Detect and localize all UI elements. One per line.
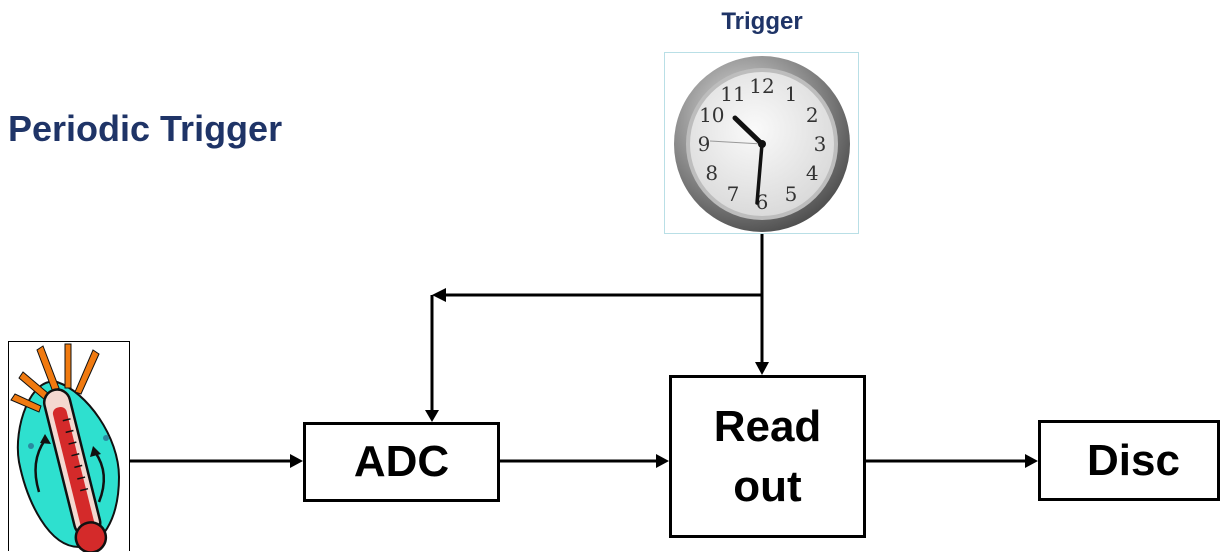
clock-numeral-5: 5 — [785, 182, 798, 206]
adc-label: ADC — [353, 437, 450, 487]
clock-numeral-4: 4 — [806, 161, 819, 185]
clock-numeral-9: 9 — [698, 132, 711, 156]
clock-numeral-7: 7 — [727, 182, 740, 206]
arrowhead-branch-left — [432, 288, 446, 302]
clock-numeral-12: 12 — [749, 74, 774, 98]
thermometer-frame — [8, 341, 130, 554]
clock-numeral-10: 10 — [699, 103, 724, 127]
disc-block: Disc — [1038, 420, 1220, 501]
clock-numeral-8: 8 — [705, 161, 718, 185]
clock-numeral-2: 2 — [806, 103, 819, 127]
readout-label: Read out — [713, 402, 822, 511]
arrowhead-into-adc-top — [425, 410, 439, 422]
arrowhead-into-adc-left — [290, 454, 303, 468]
clock-numeral-1: 1 — [785, 82, 798, 106]
thermometer-icon — [10, 343, 121, 554]
disc-label: Disc — [1087, 435, 1180, 485]
readout-block: Read out — [669, 375, 866, 538]
arrowhead-into-readout-left — [656, 454, 669, 468]
arrowhead-into-disc-left — [1025, 454, 1038, 468]
trigger-label: Trigger — [721, 8, 803, 35]
clock-numeral-11: 11 — [720, 82, 745, 106]
adc-block: ADC — [303, 422, 500, 502]
clock-numeral-3: 3 — [814, 132, 827, 156]
arrowhead-into-readout-top — [755, 362, 769, 375]
page-title: Periodic Trigger — [8, 108, 283, 149]
